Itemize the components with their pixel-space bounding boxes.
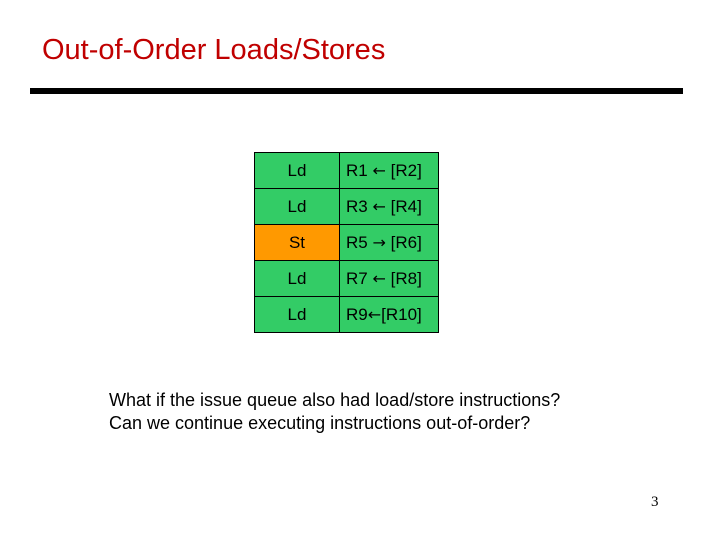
right-arrow-icon: → xyxy=(372,232,386,252)
operands-cell: R3 ← [R4] xyxy=(339,188,439,225)
slide-title: Out-of-Order Loads/Stores xyxy=(42,34,386,66)
queue-row: Ld R7 ← [R8] xyxy=(254,260,439,297)
queue-row: Ld R3 ← [R4] xyxy=(254,188,439,225)
src-register: R5 xyxy=(346,232,368,252)
opcode-cell: Ld xyxy=(254,188,340,225)
src-address: [R4] xyxy=(390,196,422,216)
operands-cell: R5 → [R6] xyxy=(339,224,439,261)
opcode-cell: Ld xyxy=(254,260,340,297)
left-arrow-icon: ← xyxy=(372,196,386,216)
dest-register: R3 xyxy=(346,196,368,216)
opcode-cell: Ld xyxy=(254,296,340,333)
page-number: 3 xyxy=(651,494,659,510)
left-arrow-icon: ← xyxy=(372,160,386,180)
left-arrow-icon: ← xyxy=(367,304,382,324)
queue-row: St R5 → [R6] xyxy=(254,224,439,261)
left-arrow-icon: ← xyxy=(372,268,386,288)
src-address: [R8] xyxy=(390,268,422,288)
src-address: [R10] xyxy=(381,304,422,324)
queue-row: Ld R9←[R10] xyxy=(254,296,439,333)
src-address: [R2] xyxy=(390,160,422,180)
dest-register: R9 xyxy=(346,304,368,324)
question-line-2: Can we continue executing instructions o… xyxy=(109,413,531,433)
operands-cell: R9←[R10] xyxy=(339,296,439,333)
opcode-cell: Ld xyxy=(254,152,340,189)
issue-queue-table: Ld R1 ← [R2] Ld R3 ← [R4] St R5 → [R6] L… xyxy=(254,152,439,333)
question-line-1: What if the issue queue also had load/st… xyxy=(109,390,561,410)
dest-address: [R6] xyxy=(390,232,422,252)
opcode-cell: St xyxy=(254,224,340,261)
dest-register: R1 xyxy=(346,160,368,180)
operands-cell: R7 ← [R8] xyxy=(339,260,439,297)
operands-cell: R1 ← [R2] xyxy=(339,152,439,189)
dest-register: R7 xyxy=(346,268,368,288)
title-divider xyxy=(30,88,683,94)
queue-row: Ld R1 ← [R2] xyxy=(254,152,439,189)
